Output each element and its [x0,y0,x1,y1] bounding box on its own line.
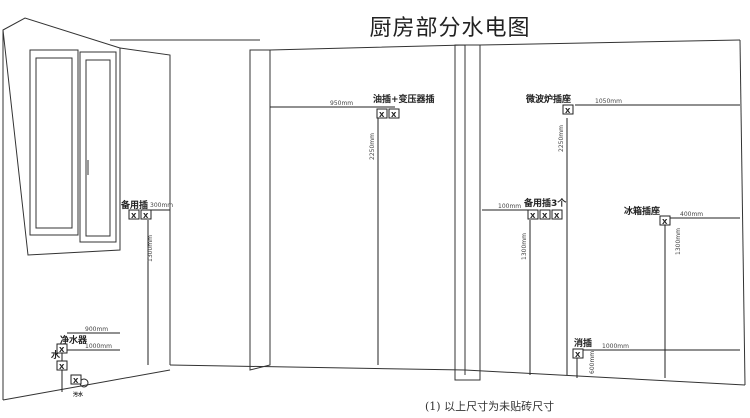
dim-950: 950mm [330,100,353,107]
footnote: (1) 以上尺寸为未贴砖尺寸 [425,400,555,413]
marker-box [140,209,152,220]
window-pane-right [85,59,111,237]
dim-2250b: 2250mm [558,125,565,152]
marker-x: X [554,212,560,220]
marker-x: X [73,377,79,385]
marker-x: X [565,107,571,115]
label-disinfect: 消插 [574,337,592,349]
window-frame-right [79,51,117,243]
dim-900: 900mm [85,326,108,333]
dim-2250a: 2250mm [369,133,376,160]
left-pillar [119,47,171,365]
window-wall [2,17,121,256]
marker-x: X [59,363,65,371]
outlet-marker-glyphs: X X X X X X X X X X X X X [59,107,668,385]
wall-lines [2,17,746,401]
floor-line-left [2,369,171,401]
label-spare-three: 备用插3个 [523,197,567,209]
marker-box [388,108,400,119]
dim-400: 400mm [680,211,703,218]
dim-1300c: 1300mm [147,235,154,262]
marker-x: X [575,351,581,359]
marker-x: X [143,212,149,220]
dimension-lines [61,104,740,392]
right-edge [739,39,746,386]
window-frame-left [29,49,79,236]
dim-1300a: 1300mm [521,233,528,260]
marker-x: X [530,212,536,220]
dim-1000b: 1000mm [85,343,112,350]
marker-box [562,104,574,115]
mid-wall [269,44,466,375]
marker-box [572,348,584,359]
marker-box [527,209,539,220]
marker-x: X [391,111,397,119]
marker-x: X [542,212,548,220]
dim-1300b: 1300mm [675,228,682,255]
label-microwave: 微波炉插座 [525,93,571,105]
mid-pillar [249,49,271,371]
label-oil-transformer: 油插+变压器插 [373,93,435,105]
marker-box [659,215,671,226]
marker-box [56,360,68,371]
page-title: 厨房部分水电图 [369,16,531,41]
marker-x: X [59,346,65,354]
marker-box [70,374,82,385]
label-waste: 污水 [73,391,84,398]
label-purifier: 净水器 [60,334,88,346]
marker-x: X [131,212,137,220]
label-water: 水 [51,349,61,361]
label-spare-left: 备用插 [120,199,148,211]
dim-600: 600mm [589,351,596,374]
window-pane-left [35,57,73,229]
dim-300: 300mm [150,202,173,209]
floor-line [169,364,746,386]
marker-box [539,209,551,220]
right-pillar [454,44,481,381]
marker-box [551,209,563,220]
marker-box [376,108,388,119]
dim-1000: 1000mm [602,343,629,350]
ceiling-right [479,39,741,46]
label-fridge: 冰箱插座 [624,205,660,217]
dim-100: 100mm [498,203,521,210]
marker-x: X [379,111,385,119]
marker-box [56,343,68,354]
outlet-markers [56,104,671,385]
marker-box [128,209,140,220]
marker-x: X [662,218,668,226]
dim-1050: 1050mm [595,98,622,105]
